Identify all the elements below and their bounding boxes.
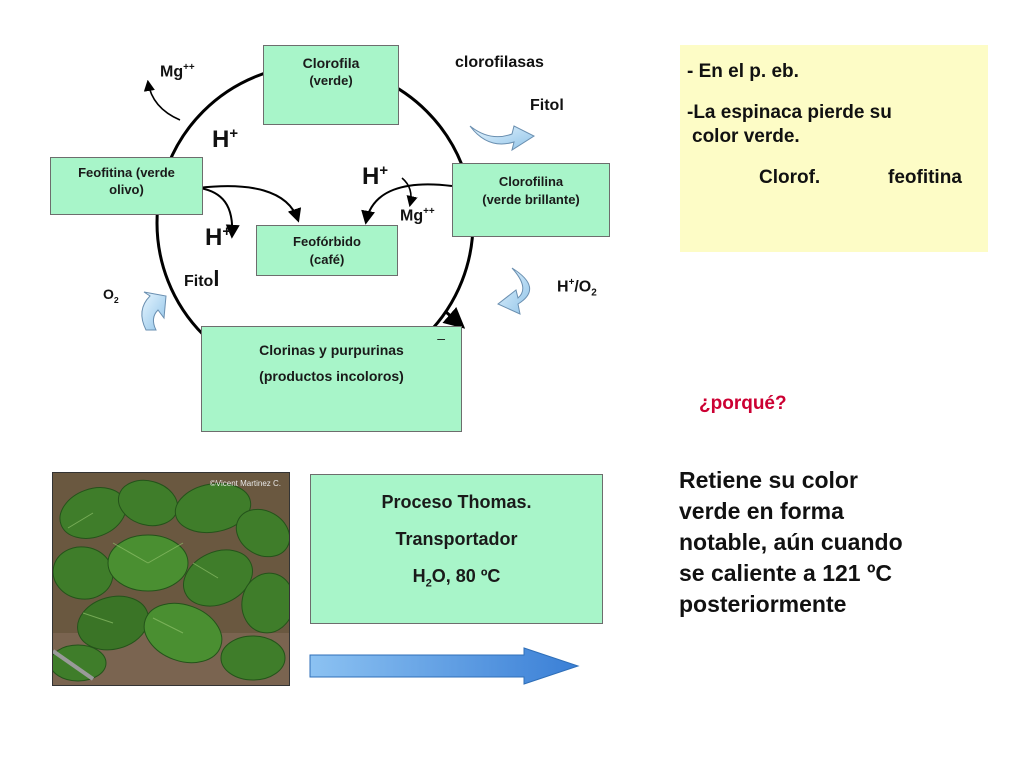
question-text: ¿porqué?: [699, 393, 787, 414]
process-line-3: H2O, 80 ºC: [311, 558, 602, 603]
h-plus-right-sup: +: [379, 163, 389, 179]
o2-sub: 2: [113, 294, 119, 305]
clorinas-label: Clorinas y purpurinas: [259, 342, 404, 358]
o2-base: O: [103, 286, 114, 302]
fitol-bottom-label: Fitol: [184, 266, 219, 292]
result-line-4: se caliente a 121 ºC: [679, 560, 892, 586]
note-line-1: - En el p. eb.: [687, 61, 799, 82]
h-o2-mid: /O: [574, 278, 592, 296]
feofitina-to-feoforbido-arrow: [197, 185, 302, 223]
fitol-top-label: Fitol: [530, 97, 564, 114]
h-o2-h: H: [557, 278, 569, 296]
spinach-illustration: [53, 473, 289, 685]
clorinas-dash: –: [437, 330, 445, 346]
fitol-bottom-b: l: [213, 266, 220, 291]
mg-right-base: Mg: [400, 207, 424, 225]
clorinas-sublabel: (productos incoloros): [259, 368, 404, 384]
feofitina-box: Feofitina (verde olivo): [50, 157, 203, 215]
result-line-1: Retiene su color: [679, 467, 858, 493]
clorofilina-box: Clorofilina (verde brillante): [452, 163, 610, 237]
clorofilina-sublabel: (verde brillante): [482, 192, 580, 207]
feofitina-sublabel: olivo): [109, 182, 144, 197]
process-box: Proceso Thomas. Transportador H2O, 80 ºC: [310, 474, 603, 624]
h-plus-left-base: H: [205, 224, 223, 251]
clorofila-label: Clorofila: [302, 55, 360, 71]
note-line-2a: -La espinaca pierde su: [687, 102, 892, 123]
h-plus-left-sup: +: [222, 224, 232, 240]
feoforbido-box: Feofórbido (café): [256, 225, 398, 276]
process-line-1: Proceso Thomas.: [381, 492, 532, 512]
result-line-2: verde en forma: [679, 498, 844, 524]
h-plus-top-base: H: [212, 126, 230, 153]
process-line-2: Transportador: [395, 529, 518, 549]
h-plus-right-label: H+: [362, 163, 388, 191]
note-line-2b: color verde.: [692, 126, 800, 147]
note-feofitina: feofitina: [888, 167, 962, 188]
clorinas-box: Clorinas y purpurinas (productos incolor…: [201, 326, 462, 432]
clorofilasas-label: clorofilasas: [455, 54, 544, 71]
h-plus-top-sup: +: [229, 126, 239, 142]
feofitina-hplus-arrow: [199, 187, 240, 239]
h-o2-curl-arrow: [497, 267, 530, 315]
photo-watermark: ©Vicent Martinez C.: [209, 479, 281, 488]
process-blue-arrow: [309, 647, 580, 685]
result-line-3: notable, aún cuando: [679, 529, 903, 555]
clorofila-box: Clorofila (verde): [263, 45, 399, 125]
clorofilina-label: Clorofilina: [498, 174, 564, 189]
h-o2-sub: 2: [591, 287, 597, 299]
feoforbido-sublabel: (café): [309, 252, 345, 267]
cycle-arrowhead: [442, 307, 466, 329]
mg-release-arrow: [143, 79, 181, 121]
feofitina-label: Feofitina (verde: [78, 165, 175, 180]
h-plus-left-label: H+: [205, 224, 231, 252]
mg-right-sup: ++: [423, 206, 435, 217]
h-plus-top-label: H+: [212, 126, 238, 154]
clorofila-sublabel: (verde): [309, 73, 353, 88]
mg-right-arrow: [401, 177, 418, 208]
note-panel: - En el p. eb. -La espinaca pierde su co…: [680, 45, 988, 252]
feoforbido-label: Feofórbido: [293, 234, 361, 249]
process-line-3-sub: 2: [425, 577, 432, 590]
process-line-3-a: H: [412, 566, 426, 586]
note-clorof: Clorof.: [759, 167, 821, 188]
clorofilina-to-feoforbido-arrow: [361, 183, 453, 225]
h-o2-sup: +: [568, 277, 575, 288]
spinach-photo: ©Vicent Martinez C.: [52, 472, 290, 686]
result-text: Retiene su color verde en forma notable,…: [679, 465, 1009, 620]
mg-left-sup: ++: [183, 62, 195, 73]
mg-left-base: Mg: [160, 63, 184, 81]
h-o2-label: H+/O2: [557, 277, 597, 299]
o2-label: O2: [103, 286, 119, 305]
process-line-3-b: O, 80 ºC: [431, 566, 501, 586]
fitol-curl-arrow: [469, 125, 536, 152]
mg-left-label: Mg++: [160, 62, 195, 81]
result-line-5: posteriormente: [679, 591, 847, 617]
h-plus-right-base: H: [362, 163, 380, 190]
mg-right-label: Mg++: [400, 206, 435, 225]
o2-curl-arrow: [141, 291, 167, 331]
fitol-bottom-a: Fito: [184, 273, 214, 290]
